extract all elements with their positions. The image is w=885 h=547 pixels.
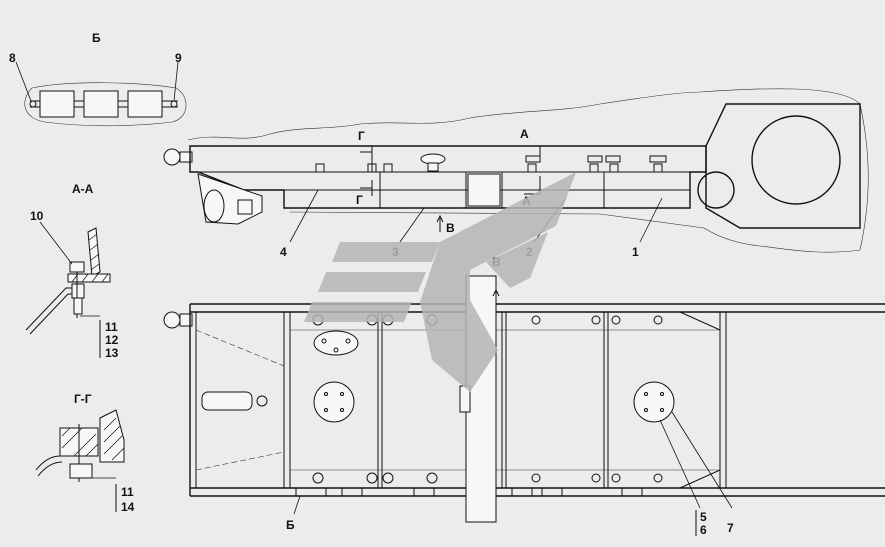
callout-11: 11 — [105, 320, 118, 334]
section-aa-detail: А-А 10 11 12 13 — [25, 182, 119, 360]
callout-6: 6 — [700, 523, 707, 537]
section-marker-g-top: Г — [358, 129, 365, 143]
callout-4: 4 — [280, 245, 287, 259]
section-gg-title: Г-Г — [74, 392, 92, 406]
plan-view: В — [163, 255, 885, 537]
view-marker-b-plan: Б — [286, 518, 295, 532]
view-b-title: Б — [92, 31, 101, 45]
callout-8: 8 — [9, 51, 16, 65]
section-gg-detail: Г-Г 11 14 — [35, 392, 135, 514]
watermark-logo — [304, 172, 576, 392]
callout-5: 5 — [700, 510, 707, 524]
callout-7: 7 — [727, 521, 734, 535]
section-marker-g-bottom: Г — [356, 193, 363, 207]
view-b-detail: Б 8 9 — [9, 31, 187, 127]
section-aa-title: А-А — [72, 182, 94, 196]
callout-12: 12 — [105, 333, 119, 347]
callout-1: 1 — [632, 245, 639, 259]
view-marker-v-side: В — [446, 221, 455, 235]
callout-14: 14 — [121, 500, 135, 514]
callout-9: 9 — [175, 51, 182, 65]
section-marker-a-top: А — [520, 127, 529, 141]
callout-11-b: 11 — [121, 485, 134, 499]
callout-10: 10 — [30, 209, 44, 223]
callout-13: 13 — [105, 346, 119, 360]
